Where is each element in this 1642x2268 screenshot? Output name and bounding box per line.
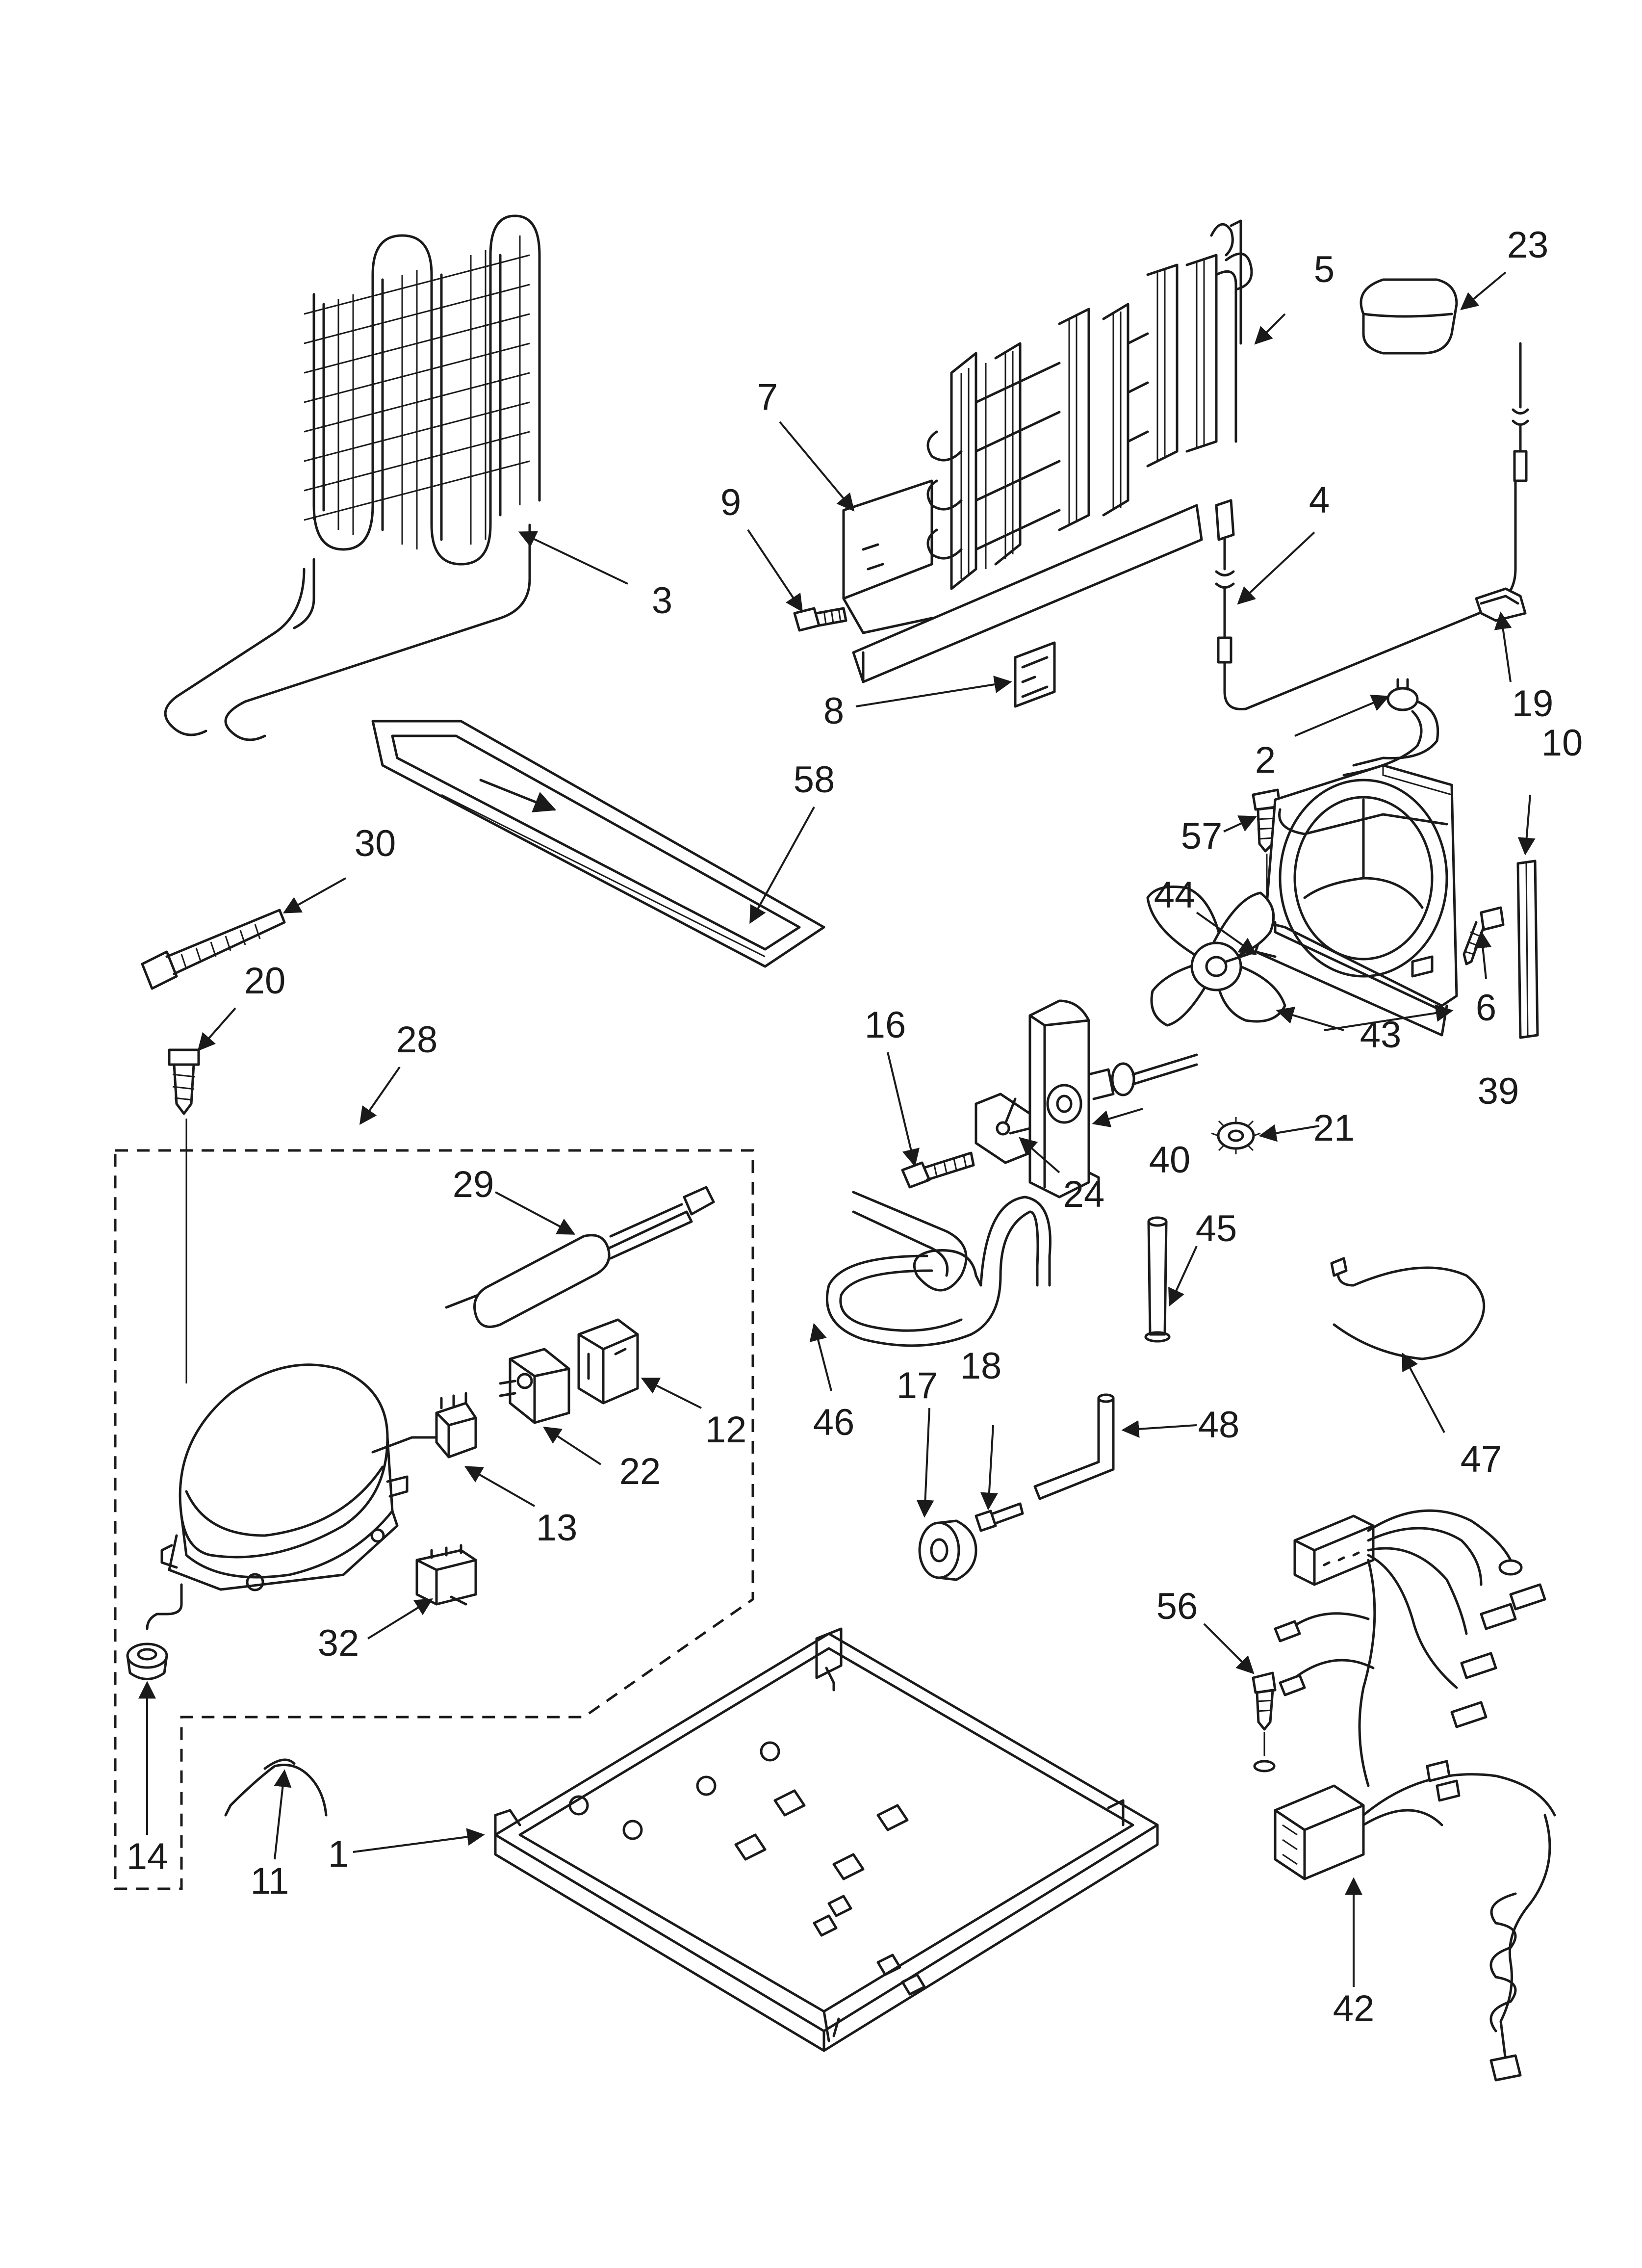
drain-tube-drawing: [825, 1191, 1052, 1347]
condenser-coil-drawing: [164, 214, 541, 741]
callout-24: 24: [1063, 1173, 1105, 1215]
callout-48: 48: [1198, 1404, 1240, 1446]
cable-tie-drawing: [141, 909, 286, 990]
terminal-cover-drawing: [415, 1544, 477, 1606]
callout-47: 47: [1461, 1438, 1502, 1480]
drain-pan-drawing: [371, 720, 825, 968]
callout-32: 32: [318, 1622, 359, 1664]
callout-19: 19: [1512, 683, 1554, 725]
callout-11: 11: [251, 1860, 289, 1902]
screw-9-drawing: [793, 607, 847, 632]
compressor-assembly-boundary: [114, 1149, 754, 1890]
pin-45-drawing: [1144, 1216, 1171, 1343]
callout-30: 30: [355, 823, 396, 864]
callout-28: 28: [396, 1019, 438, 1061]
motor-grommet-drawing: [1211, 1117, 1261, 1154]
wire-clip-drawing: [224, 1758, 328, 1817]
leader-lines: [138, 271, 1536, 1987]
evaporator-drawing: [852, 219, 1253, 683]
callout-9: 9: [720, 482, 741, 523]
sensor-wire-drawing: [1512, 342, 1529, 482]
overload-drawing: [435, 1392, 477, 1459]
callout-46: 46: [813, 1402, 855, 1443]
callout-44: 44: [1154, 874, 1196, 916]
fan-shroud-drawing: [1254, 764, 1458, 1037]
screw-6-drawing: [1462, 906, 1505, 965]
callout-10: 10: [1541, 722, 1583, 764]
callout-56: 56: [1156, 1586, 1198, 1627]
callout-18: 18: [960, 1345, 1002, 1387]
compressor-drawing: [146, 1363, 438, 1630]
callout-22: 22: [619, 1451, 661, 1492]
callout-45: 45: [1196, 1208, 1237, 1250]
callout-43: 43: [1360, 1014, 1402, 1056]
evaporator-clip-drawing: [1014, 641, 1056, 708]
callout-labels: 3 5 23 7 9 4 8 19 2 10 58 30 57 44 6 43 …: [127, 224, 1583, 2030]
callout-42: 42: [1333, 1988, 1375, 2030]
tube-47-drawing: [1330, 1257, 1486, 1360]
callout-5: 5: [1314, 249, 1334, 290]
relay-drawing: [499, 1348, 570, 1424]
strip-10-drawing: [1516, 860, 1539, 1039]
callout-40: 40: [1149, 1139, 1191, 1181]
callout-14: 14: [127, 1836, 168, 1877]
callout-20: 20: [244, 960, 286, 1002]
fan-blade-drawing: [1146, 886, 1286, 1027]
thermistor-drawing: [1342, 678, 1439, 777]
callout-17: 17: [897, 1365, 938, 1407]
grommet-drawing: [126, 1642, 168, 1680]
callout-2: 2: [1255, 739, 1276, 781]
callout-16: 16: [865, 1004, 906, 1046]
callout-29: 29: [453, 1164, 494, 1205]
wiring-harness-drawing: [1274, 1509, 1556, 2082]
callout-12: 12: [705, 1409, 747, 1451]
base-plate-drawing: [494, 1627, 1159, 2052]
motor-bracket-drawing: [975, 1093, 1031, 1164]
callout-4: 4: [1309, 479, 1330, 521]
callout-58: 58: [794, 759, 835, 801]
l-pin-drawing: [1033, 1393, 1115, 1500]
evaporator-bracket-drawing: [842, 479, 933, 634]
defrost-wire-drawing: [1215, 479, 1517, 711]
callout-8: 8: [823, 690, 844, 732]
callout-6: 6: [1476, 987, 1496, 1029]
relay-cover-drawing: [577, 1318, 639, 1405]
callout-23: 23: [1507, 224, 1549, 266]
callout-21: 21: [1313, 1107, 1355, 1149]
callout-13: 13: [536, 1507, 578, 1549]
callout-57: 57: [1181, 815, 1223, 857]
callout-39: 39: [1478, 1070, 1519, 1112]
screw-56-drawing: [1252, 1671, 1277, 1773]
axle-drawing: [975, 1502, 1024, 1532]
fan-motor-drawing: [1028, 999, 1198, 1199]
callout-1: 1: [328, 1833, 349, 1875]
wire-clip-19-drawing: [1475, 587, 1527, 622]
drier-drawing: [445, 1186, 715, 1328]
screw-20-drawing: [168, 1048, 200, 1383]
wheel-drawing: [918, 1519, 977, 1581]
callout-7: 7: [757, 376, 778, 418]
callout-3: 3: [652, 580, 672, 622]
light-cover-drawing: [1360, 278, 1458, 355]
